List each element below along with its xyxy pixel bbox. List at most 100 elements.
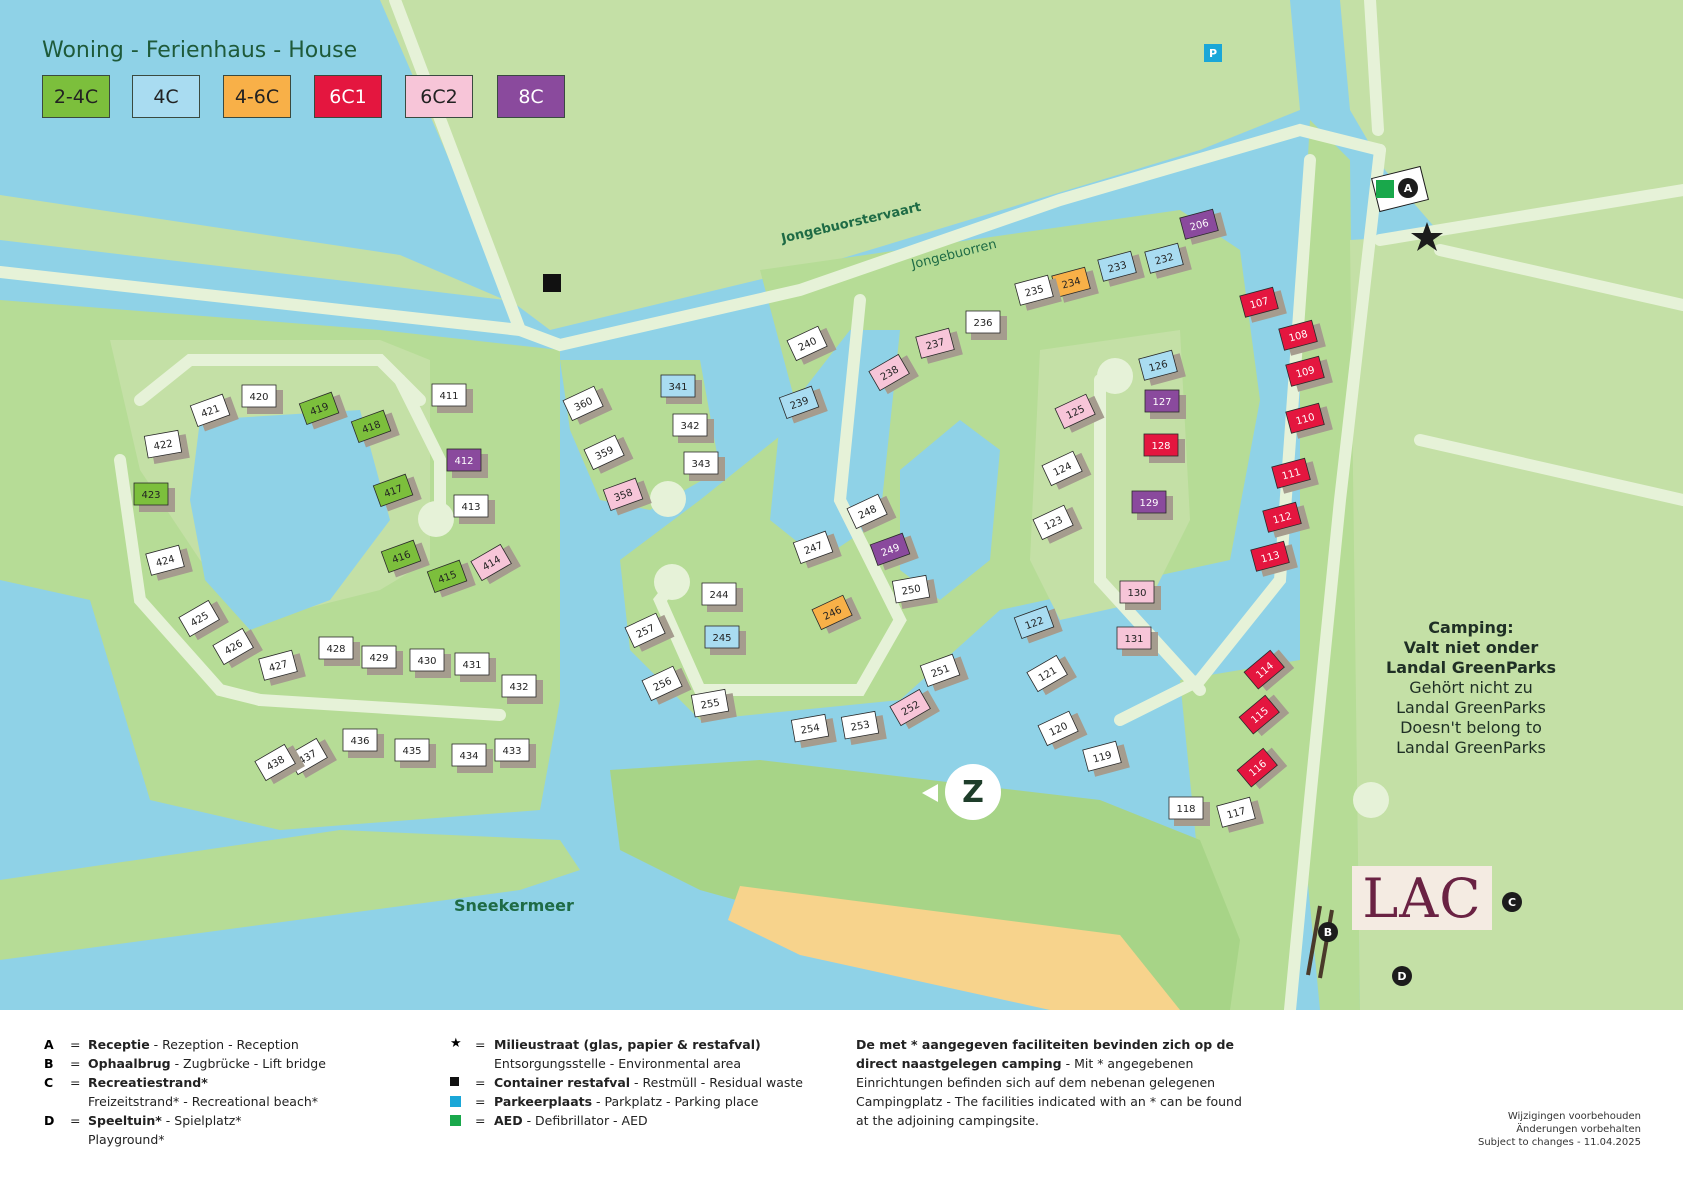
- house-117[interactable]: 117: [1216, 795, 1264, 834]
- house-435[interactable]: 435: [394, 738, 436, 768]
- house-430[interactable]: 430: [409, 648, 451, 678]
- house-257[interactable]: 257: [624, 610, 675, 654]
- house-245[interactable]: 245: [704, 625, 746, 655]
- house-427[interactable]: 427: [258, 648, 306, 687]
- house-411[interactable]: 411: [431, 383, 473, 413]
- house-128[interactable]: 128: [1143, 433, 1185, 463]
- house-110[interactable]: 110: [1285, 401, 1333, 440]
- house-423[interactable]: 423: [133, 482, 175, 512]
- house-116[interactable]: 116: [1236, 744, 1288, 793]
- house-236[interactable]: 236: [965, 310, 1007, 340]
- west-lagoon: [190, 410, 390, 630]
- house-235[interactable]: 235: [1014, 273, 1062, 312]
- house-412[interactable]: 412: [446, 448, 488, 478]
- house-425[interactable]: 425: [178, 597, 229, 643]
- house-426[interactable]: 426: [212, 625, 263, 671]
- house-246[interactable]: 246: [811, 592, 862, 636]
- house-number: 112: [1272, 511, 1293, 527]
- house-240[interactable]: 240: [786, 323, 837, 367]
- house-341[interactable]: 341: [660, 374, 702, 404]
- house-126[interactable]: 126: [1138, 348, 1186, 387]
- house-234[interactable]: 234: [1051, 265, 1099, 304]
- house-343[interactable]: 343: [683, 451, 725, 481]
- house-248[interactable]: 248: [846, 491, 897, 535]
- house-421[interactable]: 421: [189, 392, 239, 433]
- house-244[interactable]: 244: [701, 582, 743, 612]
- house-359[interactable]: 359: [583, 432, 634, 476]
- house-415[interactable]: 415: [426, 558, 476, 599]
- house-239[interactable]: 239: [778, 384, 828, 425]
- house-360[interactable]: 360: [562, 383, 613, 427]
- house-254[interactable]: 254: [790, 713, 837, 749]
- house-436[interactable]: 436: [342, 728, 384, 758]
- house-418[interactable]: 418: [350, 408, 400, 449]
- house-125[interactable]: 125: [1054, 391, 1105, 435]
- house-416[interactable]: 416: [380, 538, 430, 579]
- house-432[interactable]: 432: [501, 674, 543, 704]
- house-120[interactable]: 120: [1037, 708, 1088, 752]
- house-115[interactable]: 115: [1238, 691, 1290, 740]
- house-429[interactable]: 429: [361, 645, 403, 675]
- house-118[interactable]: 118: [1168, 796, 1210, 826]
- house-238[interactable]: 238: [868, 351, 919, 397]
- house-number: 232: [1154, 252, 1175, 268]
- house-107[interactable]: 107: [1239, 285, 1287, 324]
- house-251[interactable]: 251: [919, 652, 969, 693]
- house-206[interactable]: 206: [1179, 207, 1227, 246]
- house-129[interactable]: 129: [1131, 490, 1173, 520]
- house-252[interactable]: 252: [889, 686, 940, 732]
- house-249[interactable]: 249: [869, 531, 919, 572]
- house-108[interactable]: 108: [1278, 318, 1326, 357]
- house-111[interactable]: 111: [1271, 456, 1319, 495]
- house-122[interactable]: 122: [1013, 604, 1063, 645]
- house-422[interactable]: 422: [143, 429, 190, 465]
- legend-type-8c: 8C: [497, 75, 565, 118]
- star-icon: ★: [450, 1036, 462, 1051]
- house-number: 206: [1189, 218, 1210, 234]
- house-255[interactable]: 255: [690, 688, 737, 724]
- house-130[interactable]: 130: [1119, 580, 1161, 610]
- house-414[interactable]: 414: [470, 541, 521, 587]
- house-424[interactable]: 424: [145, 543, 193, 582]
- house-256[interactable]: 256: [641, 663, 692, 707]
- footer-facility-line: Playground*: [88, 1132, 165, 1147]
- house-number: 424: [155, 554, 176, 570]
- house-number: 233: [1107, 260, 1128, 276]
- house-250[interactable]: 250: [891, 574, 938, 610]
- house-237[interactable]: 237: [915, 326, 963, 365]
- house-119[interactable]: 119: [1082, 739, 1130, 778]
- house-number: 117: [1226, 806, 1247, 822]
- house-114[interactable]: 114: [1243, 646, 1295, 695]
- house-123[interactable]: 123: [1032, 502, 1083, 546]
- house-number: 253: [850, 720, 871, 734]
- legend-type-2-4c: 2-4C: [42, 75, 110, 118]
- north-compass: Z: [945, 764, 1001, 820]
- house-247[interactable]: 247: [792, 529, 842, 570]
- house-420[interactable]: 420: [241, 384, 283, 414]
- house-131[interactable]: 131: [1116, 626, 1158, 656]
- house-233[interactable]: 233: [1097, 249, 1145, 288]
- house-433[interactable]: 433: [494, 738, 536, 768]
- house-253[interactable]: 253: [840, 710, 887, 746]
- house-127[interactable]: 127: [1144, 389, 1186, 419]
- house-number: 250: [901, 584, 922, 598]
- house-121[interactable]: 121: [1026, 652, 1077, 698]
- house-413[interactable]: 413: [453, 494, 495, 524]
- house-number: 234: [1061, 276, 1082, 292]
- house-434[interactable]: 434: [451, 743, 493, 773]
- house-232[interactable]: 232: [1144, 241, 1192, 280]
- house-428[interactable]: 428: [318, 636, 360, 666]
- house-number: 433: [502, 746, 521, 757]
- house-113[interactable]: 113: [1250, 539, 1298, 578]
- house-112[interactable]: 112: [1262, 500, 1310, 539]
- house-438[interactable]: 438: [254, 741, 305, 787]
- house-431[interactable]: 431: [454, 652, 496, 682]
- house-417[interactable]: 417: [372, 472, 422, 513]
- house-109[interactable]: 109: [1285, 354, 1333, 393]
- house-342[interactable]: 342: [672, 413, 714, 443]
- house-358[interactable]: 358: [602, 476, 652, 517]
- house-number: 126: [1148, 359, 1169, 375]
- house-124[interactable]: 124: [1041, 448, 1092, 492]
- house-419[interactable]: 419: [298, 390, 348, 431]
